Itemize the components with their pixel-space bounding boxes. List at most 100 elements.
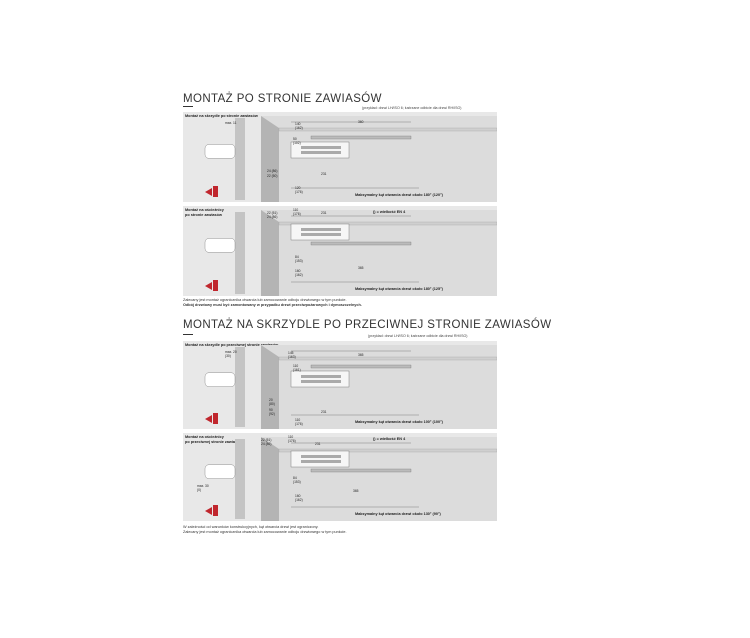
- footnote: Zalecany jest montaż ogranicznika otwarc…: [183, 298, 362, 307]
- opening-angle-caption: Maksymalny kąt otwarcia drzwi około 100°…: [355, 420, 444, 424]
- dimension-label: 110: [293, 208, 298, 212]
- dimension-label: (176): [295, 422, 303, 426]
- dimension-label: 24 (86): [261, 442, 271, 446]
- dimension-label: 360: [358, 120, 364, 124]
- panel-label: Montaż na ościeżnicy po stronie zawiasów: [185, 208, 224, 217]
- section-title: MONTAŻ NA SKRZYDLE PO PRZECIWNEJ STRONIE…: [183, 319, 552, 331]
- dimension-label: 365: [358, 266, 364, 270]
- diagram-panel: Montaż na ościeżnicy po stronie zawiasów…: [183, 206, 497, 296]
- frame-side: [261, 345, 279, 429]
- footnote: W zależności od warunków konstrukcyjnych…: [183, 525, 347, 534]
- dimension-label: 365: [353, 489, 359, 493]
- title-rule: [183, 106, 193, 107]
- dimension-label: (176): [293, 212, 301, 216]
- dimension-label: (176): [288, 439, 296, 443]
- door-section: [235, 212, 245, 294]
- closer-detail: [301, 380, 341, 383]
- swing-direction-arrow: [205, 188, 212, 196]
- dimension-label: (153): [295, 259, 303, 263]
- guide-rail: [310, 135, 412, 140]
- closer-side-view: [204, 144, 236, 159]
- dimension-label: 231: [321, 211, 327, 215]
- closer-detail: [301, 233, 341, 236]
- dimension-label: (162): [295, 126, 303, 130]
- dimension-label: 110: [288, 435, 293, 439]
- guide-rail: [310, 241, 412, 246]
- dimension-label: 84: [295, 255, 299, 259]
- opening-angle-caption: Maksymalny kąt otwarcia drzwi około 180°…: [355, 287, 444, 291]
- opening-angle-caption: Maksymalny kąt otwarcia drzwi około 130°…: [355, 512, 441, 516]
- frame-head: [278, 356, 497, 361]
- dimension-label: 145: [288, 351, 294, 355]
- dimension-label: 231: [321, 172, 327, 176]
- dimension-label: 160: [295, 494, 301, 498]
- swing-marker: [213, 280, 218, 291]
- dimension-label: 84: [293, 476, 297, 480]
- dimension-label: (0): [197, 488, 201, 492]
- section-note: (przykład: drzwi LH/ISO 6; lustrzane odb…: [368, 334, 468, 338]
- diagram-panel: Montaż na skrzydle po przeciwnej stronie…: [183, 341, 497, 429]
- closer-body: [290, 370, 350, 388]
- panel-label: Montaż na skrzydle po stronie zawiasów: [185, 114, 258, 118]
- dimension-label: (92): [269, 412, 275, 416]
- frame-head: [278, 127, 497, 132]
- dimension-label: 140: [295, 122, 301, 126]
- panel-label: Montaż na ościeżnicy po przeciwnej stron…: [185, 435, 243, 444]
- swing-marker: [213, 413, 218, 424]
- frame-head: [278, 448, 497, 453]
- swing-direction-arrow: [205, 507, 212, 515]
- dimension-label: 50: [293, 137, 297, 141]
- diagram-group-1: Montaż na skrzydle po stronie zawiasów m…: [183, 112, 497, 296]
- swing-direction-arrow: [205, 415, 212, 423]
- door-section: [235, 118, 245, 200]
- diagram-panel: Montaż na skrzydle po stronie zawiasów m…: [183, 112, 497, 202]
- closer-detail: [301, 228, 341, 231]
- dimension-label: (102): [293, 141, 301, 145]
- dimension-label: max. 20: [225, 350, 237, 354]
- frame-side: [261, 116, 279, 202]
- closer-detail: [301, 375, 341, 378]
- dimension-label: 160: [295, 269, 301, 273]
- dimension-label: 90: [269, 408, 273, 412]
- dimension-label: 231: [321, 410, 327, 414]
- swing-marker: [213, 505, 218, 516]
- dimension-label: (176): [295, 190, 303, 194]
- section-note: (przykład: drzwi LH/ISO 6; lustrzane odb…: [362, 106, 462, 110]
- mounting-diagram: 22 (51)24 (86)110(176)23184(153)365160(1…: [204, 208, 497, 296]
- dimension-label: max. 11: [225, 121, 237, 125]
- dimension-label: (153): [293, 480, 301, 484]
- diagram-group-2: Montaż na skrzydle po przeciwnej stronie…: [183, 341, 497, 521]
- closer-body: [290, 450, 350, 468]
- diagram-panel: Montaż na ościeżnicy po przeciwnej stron…: [183, 433, 497, 521]
- door-section: [235, 439, 245, 519]
- opening-angle-caption: Maksymalny kąt otwarcia drzwi około 180°…: [355, 193, 444, 197]
- dimension-label: (162): [295, 273, 303, 277]
- guide-rail: [310, 468, 412, 473]
- dimension-label: 24 (86): [267, 169, 277, 173]
- en-size-note: () = wielkość EN 4: [373, 437, 406, 441]
- dimension-label: 231: [315, 442, 321, 446]
- swing-direction-arrow: [205, 282, 212, 290]
- frame-head: [278, 221, 497, 226]
- dimension-label: 22 (51): [261, 438, 271, 442]
- title-rule: [183, 334, 193, 335]
- closer-side-view: [204, 464, 236, 479]
- closer-body: [290, 223, 350, 241]
- section-title: MONTAŻ PO STRONIE ZAWIASÓW: [183, 93, 382, 105]
- closer-detail: [301, 460, 341, 463]
- frame-side: [261, 437, 279, 521]
- dimension-label: 365: [358, 353, 364, 357]
- dimension-label: 110: [293, 364, 298, 368]
- closer-side-view: [204, 372, 236, 387]
- dimension-label: 120: [295, 186, 301, 190]
- dimension-label: (162): [295, 498, 303, 502]
- dimension-label: (161): [293, 368, 301, 372]
- mounting-diagram: max. 20(30)145(163)365110(161)20(80)90(9…: [204, 345, 497, 429]
- closer-detail: [301, 146, 341, 149]
- dimension-label: 110: [295, 418, 300, 422]
- mounting-diagram: 22 (51)24 (86) 110(176) 231 84(153) 365 160(1…: [197, 435, 497, 521]
- panel-label: Montaż na skrzydle po przeciwnej stronie…: [185, 343, 279, 347]
- dimension-label: 22 (51): [267, 211, 277, 215]
- dimension-label: (30): [225, 354, 231, 358]
